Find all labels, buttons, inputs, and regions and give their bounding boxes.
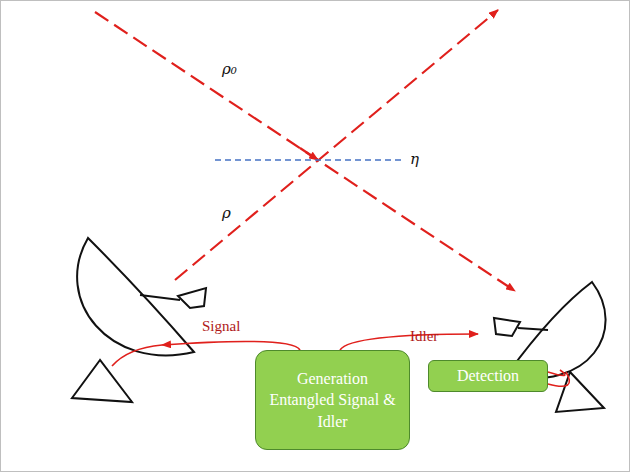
idler-feed (340, 334, 478, 350)
generation-box: Generation Entangled Signal & Idler (255, 350, 410, 450)
beam-rho0 (95, 12, 515, 291)
signal-feed (162, 341, 300, 350)
signal-feed-tail (112, 345, 162, 366)
wire-label: Idler (410, 328, 438, 345)
detect-wire (548, 370, 565, 376)
beam-label: ρ₀ (222, 60, 237, 78)
beam-label: ρ (222, 204, 231, 222)
detect-wire (548, 372, 569, 386)
beam-rho (175, 10, 498, 280)
left-dish (72, 238, 206, 402)
node-text: Detection (457, 365, 519, 387)
node-text: Generation Entangled Signal & Idler (267, 368, 399, 433)
detection-box: Detection (428, 360, 548, 392)
beam-mid-arrow (300, 148, 318, 160)
right-dish (494, 282, 606, 412)
interface-line (215, 159, 403, 161)
wire-label: Signal (202, 318, 240, 335)
interface-label: η (410, 150, 419, 168)
